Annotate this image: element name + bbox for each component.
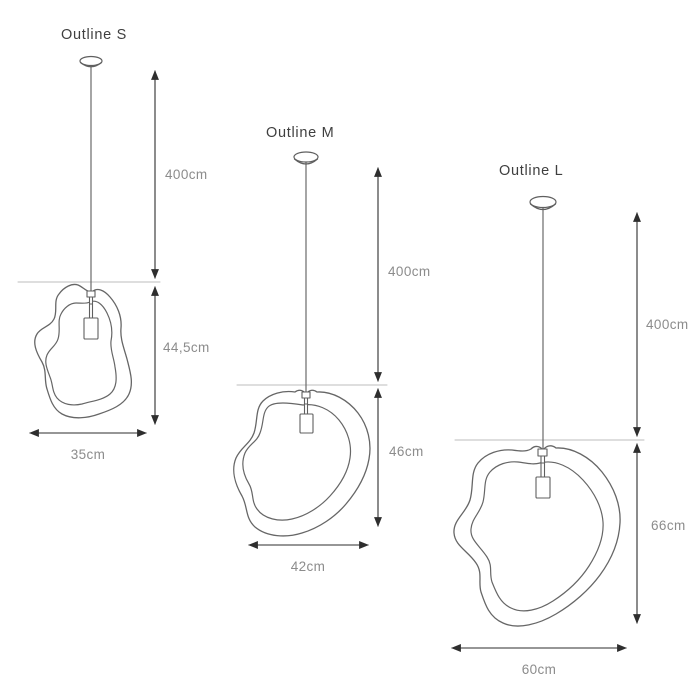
shade-width-label-l: 60cm bbox=[521, 662, 557, 677]
shade-inner-outline bbox=[45, 300, 117, 406]
bulb-socket bbox=[83, 290, 99, 340]
lamp-title-outline-m: Outline M bbox=[266, 125, 335, 141]
lamp-title-outline-s: Outline S bbox=[61, 27, 127, 43]
ceiling-canopy bbox=[293, 151, 319, 165]
shade-inner-outline bbox=[242, 402, 352, 521]
shade-outer-outline bbox=[34, 283, 133, 419]
bulb-socket bbox=[535, 448, 551, 499]
shade-height-label-s: 44,5cm bbox=[163, 340, 210, 355]
bulb-socket bbox=[299, 391, 314, 434]
shade-height-label-m: 46cm bbox=[389, 444, 424, 459]
lamp-title-outline-l: Outline L bbox=[499, 163, 564, 179]
shade-width-label-s: 35cm bbox=[70, 447, 106, 462]
cord-length-label-m: 400cm bbox=[388, 264, 431, 279]
shade-inner-outline bbox=[470, 461, 604, 612]
cord-length-label-s: 400cm bbox=[165, 167, 208, 182]
cord-length-label-l: 400cm bbox=[646, 317, 689, 332]
lamp-outline-l bbox=[451, 195, 645, 652]
ceiling-canopy bbox=[529, 195, 557, 211]
ceiling-canopy bbox=[79, 55, 103, 68]
shade-height-label-l: 66cm bbox=[651, 518, 686, 533]
shade-width-label-m: 42cm bbox=[290, 559, 326, 574]
lamp-outline-m bbox=[233, 151, 388, 549]
shade-outer-outline bbox=[233, 389, 371, 537]
lamp-outline-s bbox=[17, 55, 161, 437]
shade-outer-outline bbox=[453, 445, 621, 627]
